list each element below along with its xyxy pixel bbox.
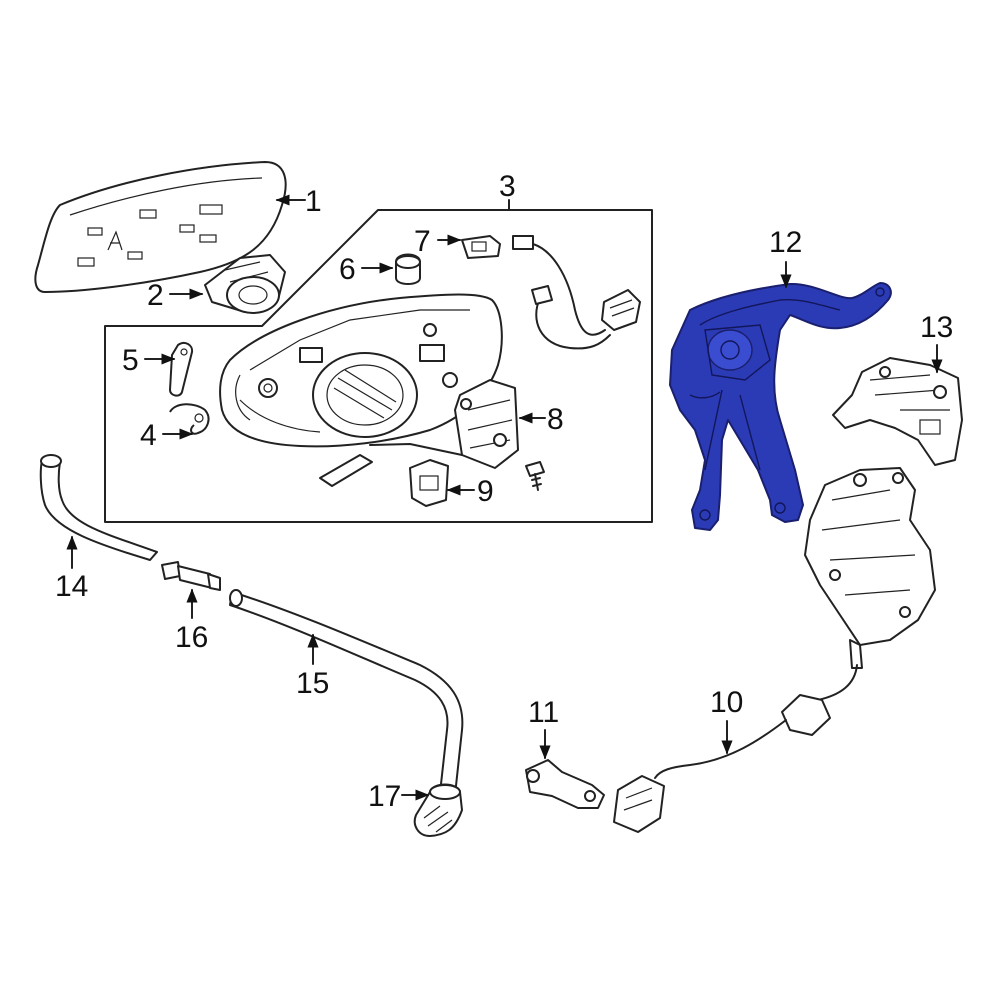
callout-8: 8: [518, 403, 564, 436]
part-10-actuator-harness[interactable]: [613, 467, 936, 833]
part-3-mirror-housing[interactable]: [219, 293, 503, 448]
callout-15: 15: [296, 633, 329, 700]
callout-label-10: 10: [710, 686, 743, 719]
callout-label-5: 5: [122, 344, 139, 377]
callout-1: 1: [275, 185, 322, 218]
screw[interactable]: [525, 461, 545, 491]
callout-9: 9: [446, 475, 494, 508]
part-2-mirror-motor[interactable]: [204, 254, 286, 314]
part-14-drain-hose[interactable]: [39, 454, 158, 561]
callout-label-6: 6: [339, 253, 356, 286]
callout-label-15: 15: [296, 667, 329, 700]
part-7-connector[interactable]: [461, 235, 501, 259]
part-15-drain-hose[interactable]: [229, 589, 464, 796]
callout-label-12: 12: [769, 226, 802, 259]
callout-label-1: 1: [305, 185, 322, 218]
callout-17: 17: [368, 780, 430, 813]
callout-11: 11: [528, 696, 559, 760]
callout-label-17: 17: [368, 780, 401, 813]
part-13-bracket[interactable]: [832, 357, 963, 466]
callout-label-14: 14: [55, 570, 88, 603]
callout-3: 3: [499, 170, 516, 203]
part-3-mirror-assembly-box: [104, 199, 653, 523]
callout-5: 5: [122, 344, 176, 377]
part-12-bracket-highlighted[interactable]: [669, 282, 892, 531]
callout-12: 12: [769, 226, 802, 289]
callout-label-16: 16: [175, 621, 208, 654]
callout-label-2: 2: [147, 279, 164, 312]
callout-7: 7: [414, 225, 462, 258]
callout-14: 14: [55, 535, 88, 603]
callout-4: 4: [140, 419, 194, 452]
callout-label-3: 3: [499, 170, 516, 203]
part-6-grommet[interactable]: [395, 253, 421, 285]
callout-label-7: 7: [414, 225, 431, 258]
callout-label-9: 9: [477, 475, 494, 508]
callout-label-4: 4: [140, 419, 157, 452]
callout-16: 16: [175, 588, 208, 654]
callout-2: 2: [147, 279, 204, 312]
part-4-clip[interactable]: [169, 403, 210, 435]
callout-label-8: 8: [547, 403, 564, 436]
part-8-fold-actuator[interactable]: [319, 379, 519, 487]
callout-13: 13: [920, 311, 953, 374]
callout-label-11: 11: [528, 696, 559, 729]
part-9-connector[interactable]: [409, 459, 449, 507]
part-16-hose-connector[interactable]: [161, 561, 221, 591]
callout-6: 6: [339, 253, 394, 286]
part-5-pin[interactable]: [169, 342, 194, 397]
part-3-wiring-harness[interactable]: [512, 235, 641, 350]
part-17-grommet[interactable]: [413, 783, 463, 837]
callout-label-13: 13: [920, 311, 953, 344]
part-11-bracket[interactable]: [525, 759, 605, 809]
part-1-mirror-glass[interactable]: [34, 161, 287, 293]
callout-10: 10: [710, 686, 743, 755]
